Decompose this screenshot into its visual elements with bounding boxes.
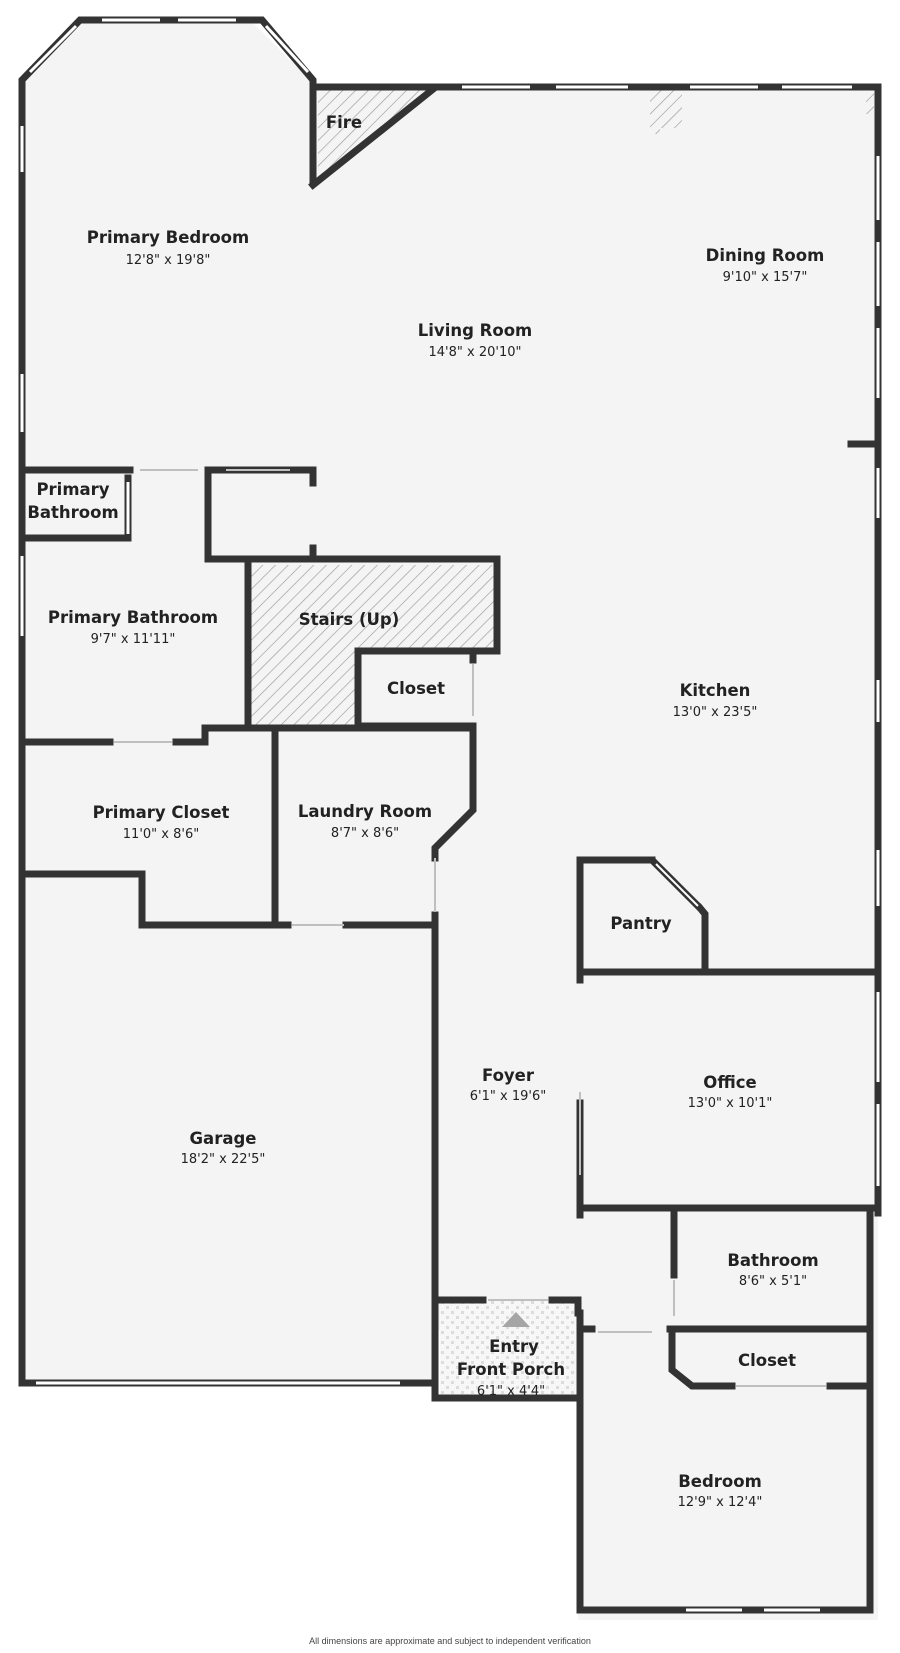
primary-bedroom-floor	[20, 20, 310, 470]
walls	[18, 16, 882, 1614]
wall-fireplace	[308, 85, 437, 190]
primary-bathroom-dim: 9'7" x 11'11"	[91, 632, 176, 647]
primary-closet-label: Primary Closet	[93, 803, 230, 822]
living-room-label: Living Room	[418, 321, 532, 340]
porch-tile	[440, 1300, 576, 1398]
wall-closet-upper	[354, 647, 477, 664]
primary-bath-small-line2: Bathroom	[27, 503, 118, 522]
wall-closet-lower	[668, 1325, 736, 1390]
wall-pantry-diag	[695, 903, 709, 976]
bedroom-floor	[578, 1210, 878, 1620]
corner-post-hatch	[866, 90, 874, 114]
wall-laundry	[274, 724, 477, 862]
pantry-label: Pantry	[610, 914, 672, 933]
kitchen-label: Kitchen	[680, 681, 751, 700]
primary-closet-dim: 11'0" x 8'6"	[123, 827, 199, 842]
entry-porch-dim: 6'1" x 4'4"	[477, 1384, 545, 1399]
primary-bathroom-label: Primary Bathroom	[48, 608, 218, 627]
bedroom-label: Bedroom	[678, 1472, 762, 1491]
wall-pantry	[576, 856, 656, 984]
windows	[20, 18, 880, 1612]
dining-room-label: Dining Room	[706, 246, 825, 265]
primary-bath-small-line1: Primary	[36, 480, 109, 499]
front-porch-label: Front Porch	[457, 1360, 565, 1379]
room-labels: Primary Bedroom 12'8" x 19'8" Fire Livin…	[27, 113, 824, 1510]
office-label: Office	[703, 1073, 756, 1092]
fire-label: Fire	[326, 113, 362, 132]
wall-porch-2	[548, 1296, 582, 1317]
laundry-room-dim: 8'7" x 8'6"	[331, 826, 399, 841]
closet-lower-label: Closet	[738, 1351, 796, 1370]
dining-room-dim: 9'10" x 15'7"	[723, 270, 808, 285]
stairs-hatch	[248, 565, 497, 725]
primary-bedroom-dim: 12'8" x 19'8"	[126, 253, 211, 268]
bathroom-label: Bathroom	[727, 1251, 818, 1270]
bedroom-dim: 12'9" x 12'4"	[678, 1495, 763, 1510]
window-bay-left	[28, 24, 78, 74]
foyer-dim: 6'1" x 19'6"	[470, 1089, 546, 1104]
stairs-label: Stairs (Up)	[299, 610, 400, 629]
office-dim: 13'0" x 10'1"	[688, 1096, 773, 1111]
entry-arrow-icon	[502, 1312, 530, 1327]
bathroom-dim: 8'6" x 5'1"	[739, 1274, 807, 1289]
wall-primary-bath-south-2	[172, 724, 252, 746]
wall-bath-hall	[204, 466, 317, 563]
kitchen-dim: 13'0" x 23'5"	[673, 705, 758, 720]
garage-label: Garage	[190, 1129, 257, 1148]
closet-upper-label: Closet	[387, 679, 445, 698]
pantry-window	[655, 863, 699, 907]
laundry-room-label: Laundry Room	[298, 802, 432, 821]
entry-label: Entry	[489, 1337, 539, 1356]
garage-dim: 18'2" x 22'5"	[181, 1152, 266, 1167]
wall-primary-bedroom-bay	[18, 16, 439, 1387]
window-bay-right	[264, 24, 310, 74]
primary-bedroom-label: Primary Bedroom	[87, 228, 249, 247]
disclaimer-text: All dimensions are approximate and subje…	[309, 1636, 591, 1646]
main-living-floor	[210, 85, 880, 1330]
living-room-dim: 14'8" x 20'10"	[429, 345, 522, 360]
foyer-label: Foyer	[482, 1066, 535, 1085]
wall-porch-3	[431, 1296, 582, 1402]
wall-primary-closet-south	[18, 870, 292, 929]
chimney-hatch	[650, 90, 682, 134]
